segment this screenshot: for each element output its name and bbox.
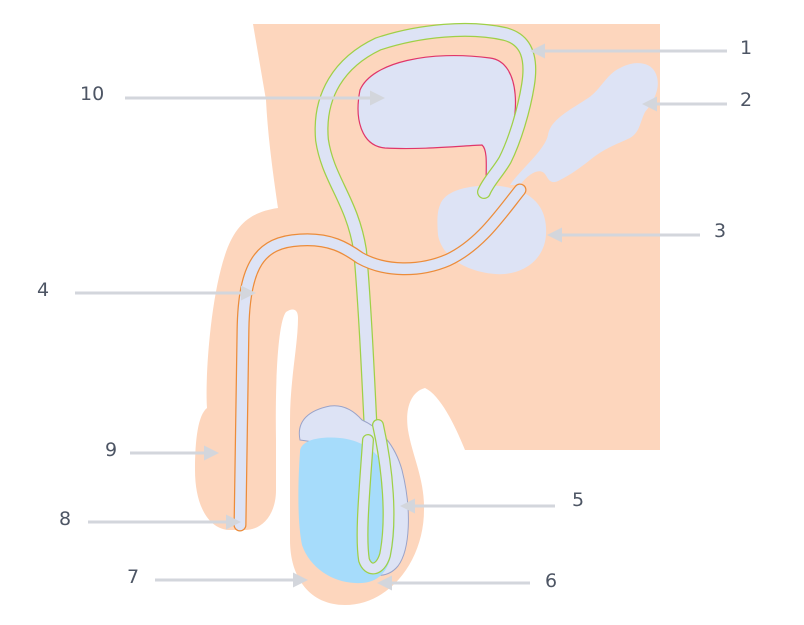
label-10: 10 (80, 83, 105, 105)
label-2: 2 (740, 89, 753, 111)
vas-deferens-loop (357, 420, 394, 574)
pointer-lines (75, 43, 727, 591)
label-8: 8 (59, 508, 72, 530)
seminal-vesicle (510, 63, 658, 185)
label-5: 5 (572, 489, 585, 511)
vas-deferens (315, 24, 536, 571)
label-4: 4 (37, 279, 50, 301)
label-6: 6 (545, 570, 558, 592)
label-3: 3 (714, 220, 727, 242)
label-1: 1 (740, 37, 753, 59)
label-9: 9 (105, 439, 118, 461)
label-7: 7 (127, 566, 140, 588)
urethra (234, 184, 526, 531)
